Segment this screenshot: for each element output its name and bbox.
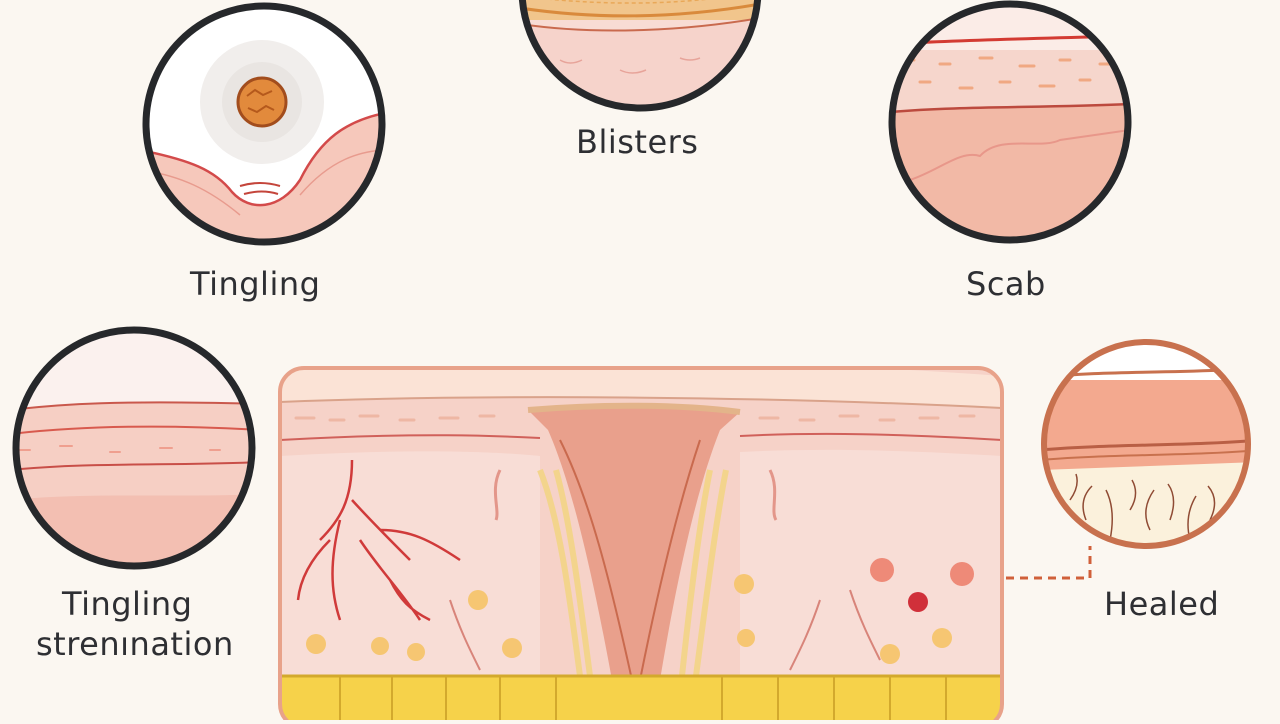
skin-cross-section: [278, 366, 1004, 724]
scab-label: Scab: [966, 265, 1046, 303]
blood-vessels: [296, 459, 461, 622]
tingling-stage-circle: [142, 2, 386, 246]
circle-outline: [12, 326, 256, 570]
circle-outline: [888, 0, 1132, 244]
tingling-label: Tingling: [190, 265, 321, 303]
lesion-spot: [238, 78, 286, 126]
circle-outline: [142, 2, 386, 246]
blisters-label: Blisters: [576, 123, 699, 161]
healed-label: Healed: [1104, 585, 1220, 623]
circle-outline: [1041, 339, 1251, 549]
tingling-sensation-stage-circle: [12, 326, 256, 570]
healed-stage-circle: [1041, 339, 1251, 549]
tingling-sensation-label-line1: Tingling: [62, 585, 193, 623]
scab-stage-circle: [888, 0, 1132, 244]
blisters-stage-circle: [518, 0, 762, 112]
circle-outline: [518, 0, 762, 112]
lesion-crater: [528, 405, 740, 680]
cross-section-outline: [278, 366, 1004, 724]
tingling-sensation-label-line2: strenınation: [36, 625, 234, 663]
connector-line: [978, 546, 1092, 580]
fat-layer: [280, 676, 1002, 724]
